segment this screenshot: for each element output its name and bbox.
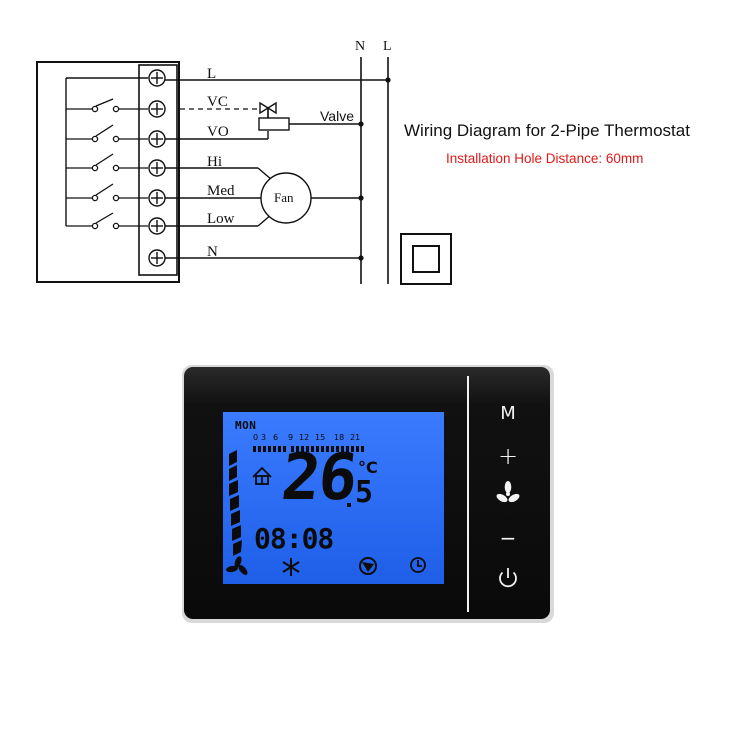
temperature-integer: 26: [278, 441, 359, 515]
hour-mark: 12: [299, 433, 310, 442]
temperature-decimal: 5: [355, 475, 374, 510]
supply-label-n: N: [355, 39, 366, 54]
terminal-label-l: L: [207, 66, 217, 82]
schedule-bar: [253, 446, 364, 452]
terminal-label-vo: VO: [207, 124, 229, 140]
decrease-button-label: −: [499, 526, 517, 550]
auto-mode-icon: [359, 557, 377, 575]
power-button-icon: [499, 568, 517, 588]
wiring-diagram: [36, 57, 452, 285]
clock-display: 08:08: [254, 522, 334, 555]
temperature-unit: °C: [358, 458, 378, 477]
clock-icon: [410, 557, 426, 573]
screen-fan-icon: [226, 556, 248, 575]
valve-label: Valve: [320, 108, 354, 124]
power-button[interactable]: [492, 561, 524, 593]
hour-mark: 21: [350, 433, 361, 442]
hour-marks: 0 3 6 9 12 15 18 21: [252, 433, 372, 445]
hour-mark: 9: [288, 433, 294, 442]
mode-button[interactable]: M: [492, 398, 524, 428]
screw-terminals: [148, 69, 166, 267]
supply-label-l: L: [383, 39, 392, 54]
thermostat-device: [182, 365, 554, 623]
fan-label: Fan: [274, 190, 294, 205]
hour-mark: 3: [261, 433, 267, 442]
level-bar: [229, 450, 242, 556]
lcd-screen: [223, 412, 444, 584]
decimal-point: [347, 503, 351, 507]
hour-mark: 0: [253, 433, 259, 442]
terminal-label-n: N: [207, 244, 218, 260]
day-indicator: MON: [235, 419, 257, 432]
increase-button-label: +: [497, 442, 519, 470]
terminal-label-hi: Hi: [207, 154, 222, 170]
valve-symbol: [258, 101, 361, 139]
diagram-subtitle: Installation Hole Distance: 60mm: [446, 151, 644, 166]
snowflake-icon: [282, 558, 300, 576]
terminal-label-low: Low: [207, 211, 235, 227]
terminal-label-med: Med: [207, 183, 235, 199]
increase-button[interactable]: +: [492, 440, 524, 472]
hour-mark: 15: [315, 433, 326, 442]
relay-switches: [66, 98, 148, 230]
decrease-button[interactable]: −: [492, 522, 524, 554]
diagram-title: Wiring Diagram for 2-Pipe Thermostat: [404, 121, 690, 140]
terminal-label-vc: VC: [207, 94, 228, 110]
hour-mark: 18: [334, 433, 345, 442]
fan-button-icon: [496, 481, 520, 503]
fan-button[interactable]: [492, 478, 524, 510]
mounting-box-icon: [400, 233, 452, 285]
mode-button-label: M: [500, 402, 516, 424]
thermostat-box: [36, 61, 180, 283]
home-icon: [252, 466, 272, 485]
terminal-strip: [138, 64, 178, 276]
hour-mark: 6: [273, 433, 279, 442]
